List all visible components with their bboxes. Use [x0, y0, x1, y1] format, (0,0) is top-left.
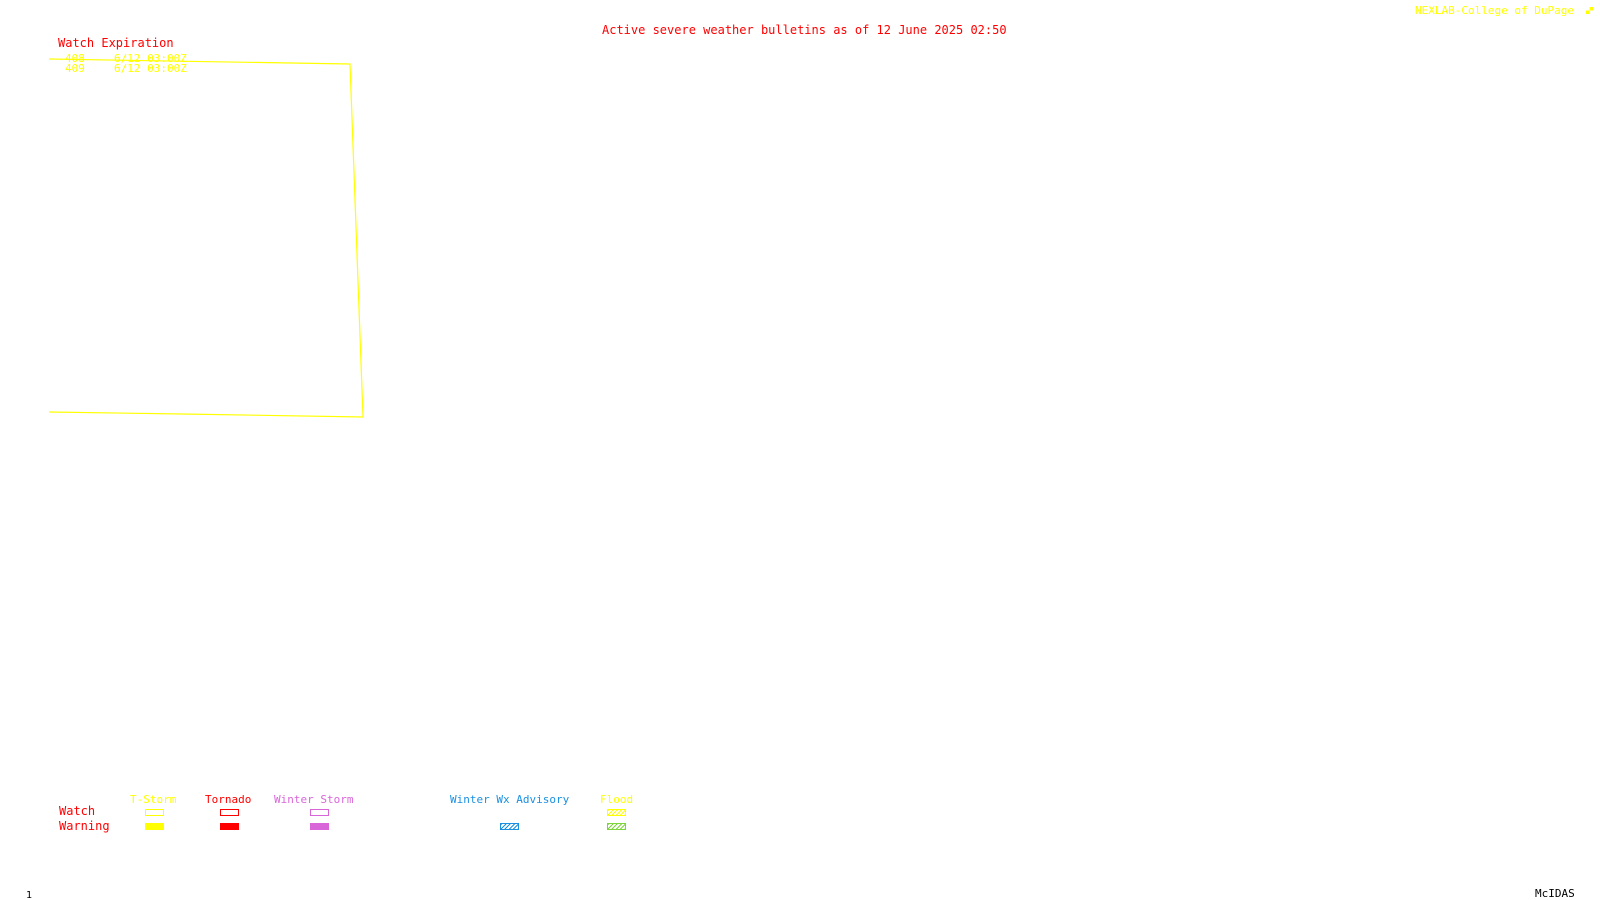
frame-number: 1: [26, 890, 33, 900]
watch-expiration-heading: Watch Expiration: [58, 36, 174, 50]
legend-column-tornado: Tornado: [205, 793, 252, 806]
credit-label: NEXLAB-College of DuPage: [1415, 4, 1574, 17]
watch-id: 409: [65, 62, 85, 75]
winter-storm-warning-swatch: [310, 823, 329, 830]
tstorm-watch-swatch: [145, 809, 164, 816]
tornado-watch-swatch: [220, 809, 239, 816]
watch-expiration-time: 6/12 03:00Z: [114, 62, 187, 75]
legend-column-winter-storm: Winter Storm: [274, 793, 354, 806]
legend-column-tstorm: T-Storm: [130, 793, 177, 806]
page-title: Active severe weather bulletins as of 12…: [602, 23, 1007, 37]
legend-row-label-warning: Warning: [59, 819, 110, 833]
watch-box-polygon: [48, 58, 364, 418]
watch-expiration-time: 6/12 03:00Z: [114, 52, 187, 65]
winter-wx-advisory-swatch: [500, 823, 519, 830]
flood-watch-swatch: [607, 809, 626, 816]
legend-row-label-watch: Watch: [59, 804, 96, 818]
tstorm-warning-swatch: [145, 823, 164, 830]
legend-column-winter-wx-advisory: Winter Wx Advisory: [450, 793, 570, 806]
credit-logo-icon: 🙾: [1586, 3, 1594, 17]
watch-id: 408: [65, 52, 85, 65]
legend-column-flood: Flood: [600, 793, 634, 806]
flood-warning-swatch: [607, 823, 626, 830]
software-label: McIDAS: [1535, 887, 1575, 900]
winter-storm-watch-swatch: [310, 809, 329, 816]
tornado-warning-swatch: [220, 823, 239, 830]
